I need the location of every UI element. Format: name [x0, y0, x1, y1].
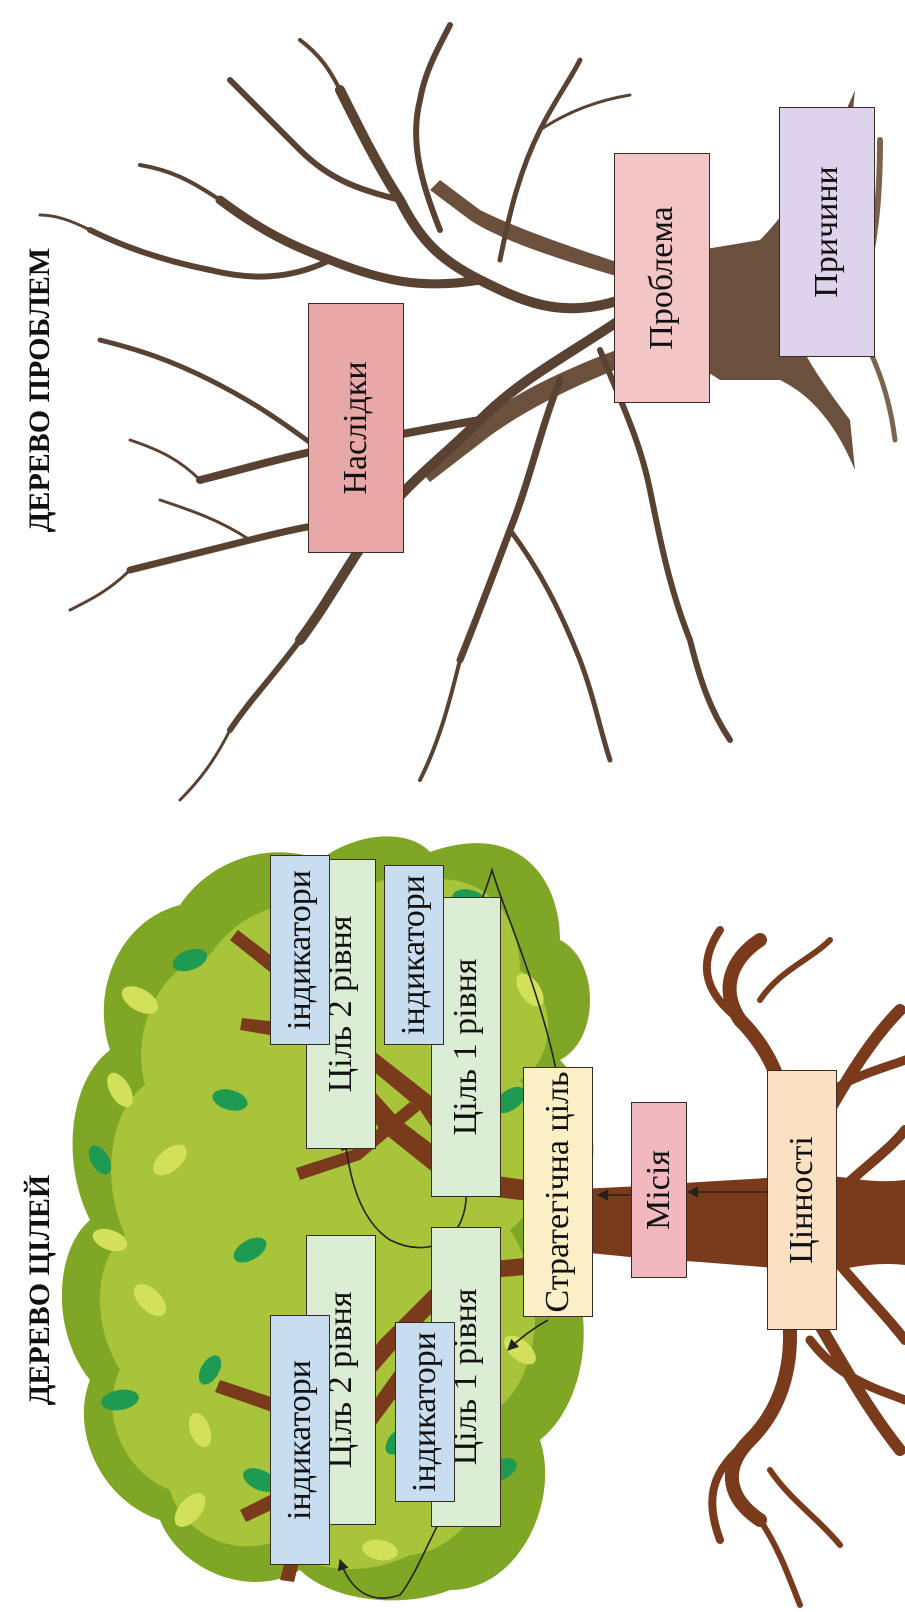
problems-tree-heading: ДЕРЕВО ПРОБЛЕМ — [23, 248, 57, 532]
values-box: Цінності — [767, 1070, 837, 1330]
indicators-level1-left-box: індикатори — [395, 1322, 455, 1502]
consequences-box: Наслідки — [308, 303, 404, 553]
indicators-level1-right-box: індикатори — [384, 865, 444, 1045]
strategic-goal-box: Стратегічна ціль — [523, 1067, 593, 1317]
indicators-level2-left-box: індикатори — [270, 1315, 330, 1565]
goals-tree-heading: ДЕРЕВО ЦІЛЕЙ — [23, 1175, 57, 1406]
problem-box: Проблема — [614, 153, 710, 403]
mission-box: Місія — [631, 1102, 687, 1278]
indicators-level2-right-box: індикатори — [270, 855, 330, 1045]
causes-box: Причини — [779, 107, 875, 357]
